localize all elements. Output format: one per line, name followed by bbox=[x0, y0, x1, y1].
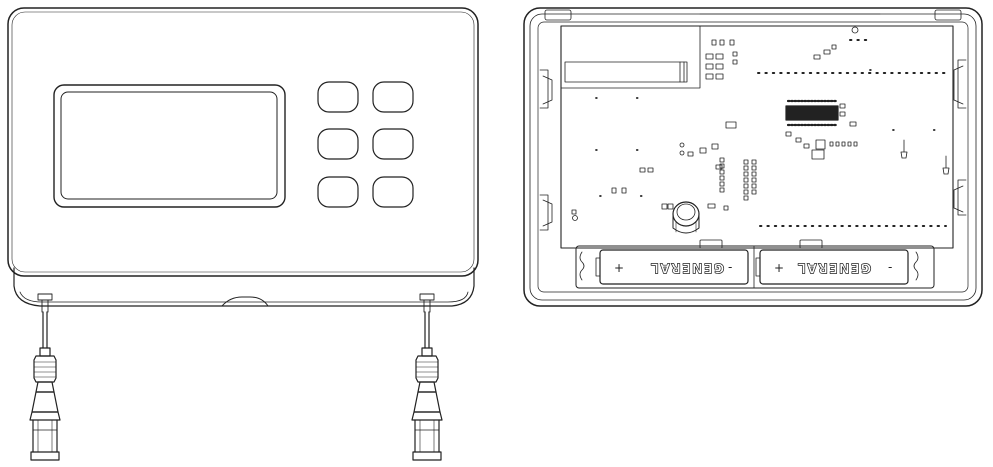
display-ribbon-connector bbox=[564, 61, 688, 83]
key-button bbox=[317, 81, 359, 113]
battery-left: + GENERAL - bbox=[595, 249, 749, 285]
housing-front bbox=[7, 7, 479, 277]
pin-header-rows bbox=[757, 39, 947, 227]
screw-icon bbox=[900, 139, 950, 175]
housing-back-shell bbox=[13, 267, 475, 307]
cable-gland-right bbox=[419, 293, 435, 313]
battery-brand-label: GENERAL bbox=[797, 260, 872, 275]
key-button bbox=[372, 81, 414, 113]
battery-minus: - bbox=[888, 260, 892, 274]
key-button bbox=[372, 128, 414, 160]
battery-brand-label: GENERAL bbox=[650, 260, 725, 275]
ic-chip-icon bbox=[785, 99, 839, 127]
display-screen bbox=[60, 91, 278, 200]
sensor-cable-left bbox=[29, 311, 61, 461]
pcb-board bbox=[560, 25, 954, 249]
capacitor-icon bbox=[672, 201, 700, 234]
connector-nut-icon bbox=[415, 355, 439, 383]
display-window bbox=[53, 84, 286, 208]
key-button bbox=[317, 128, 359, 160]
key-button bbox=[317, 176, 359, 208]
resistor-array bbox=[719, 157, 757, 201]
smd-components bbox=[571, 39, 858, 215]
battery-plus: + bbox=[614, 261, 624, 275]
connector-nut-icon bbox=[33, 355, 57, 383]
front-view bbox=[7, 7, 479, 461]
battery-compartment bbox=[575, 239, 935, 289]
battery-right: + GENERAL - bbox=[755, 249, 909, 285]
key-button bbox=[372, 176, 414, 208]
internal-view: + GENERAL - + GENERAL - bbox=[523, 7, 983, 307]
keypad bbox=[317, 81, 414, 208]
battery-minus: - bbox=[728, 260, 732, 274]
enclosure-outer bbox=[523, 7, 983, 307]
battery-plus: + bbox=[774, 261, 784, 275]
cable-gland-left bbox=[37, 293, 53, 313]
sensor-cable-right bbox=[411, 311, 443, 461]
